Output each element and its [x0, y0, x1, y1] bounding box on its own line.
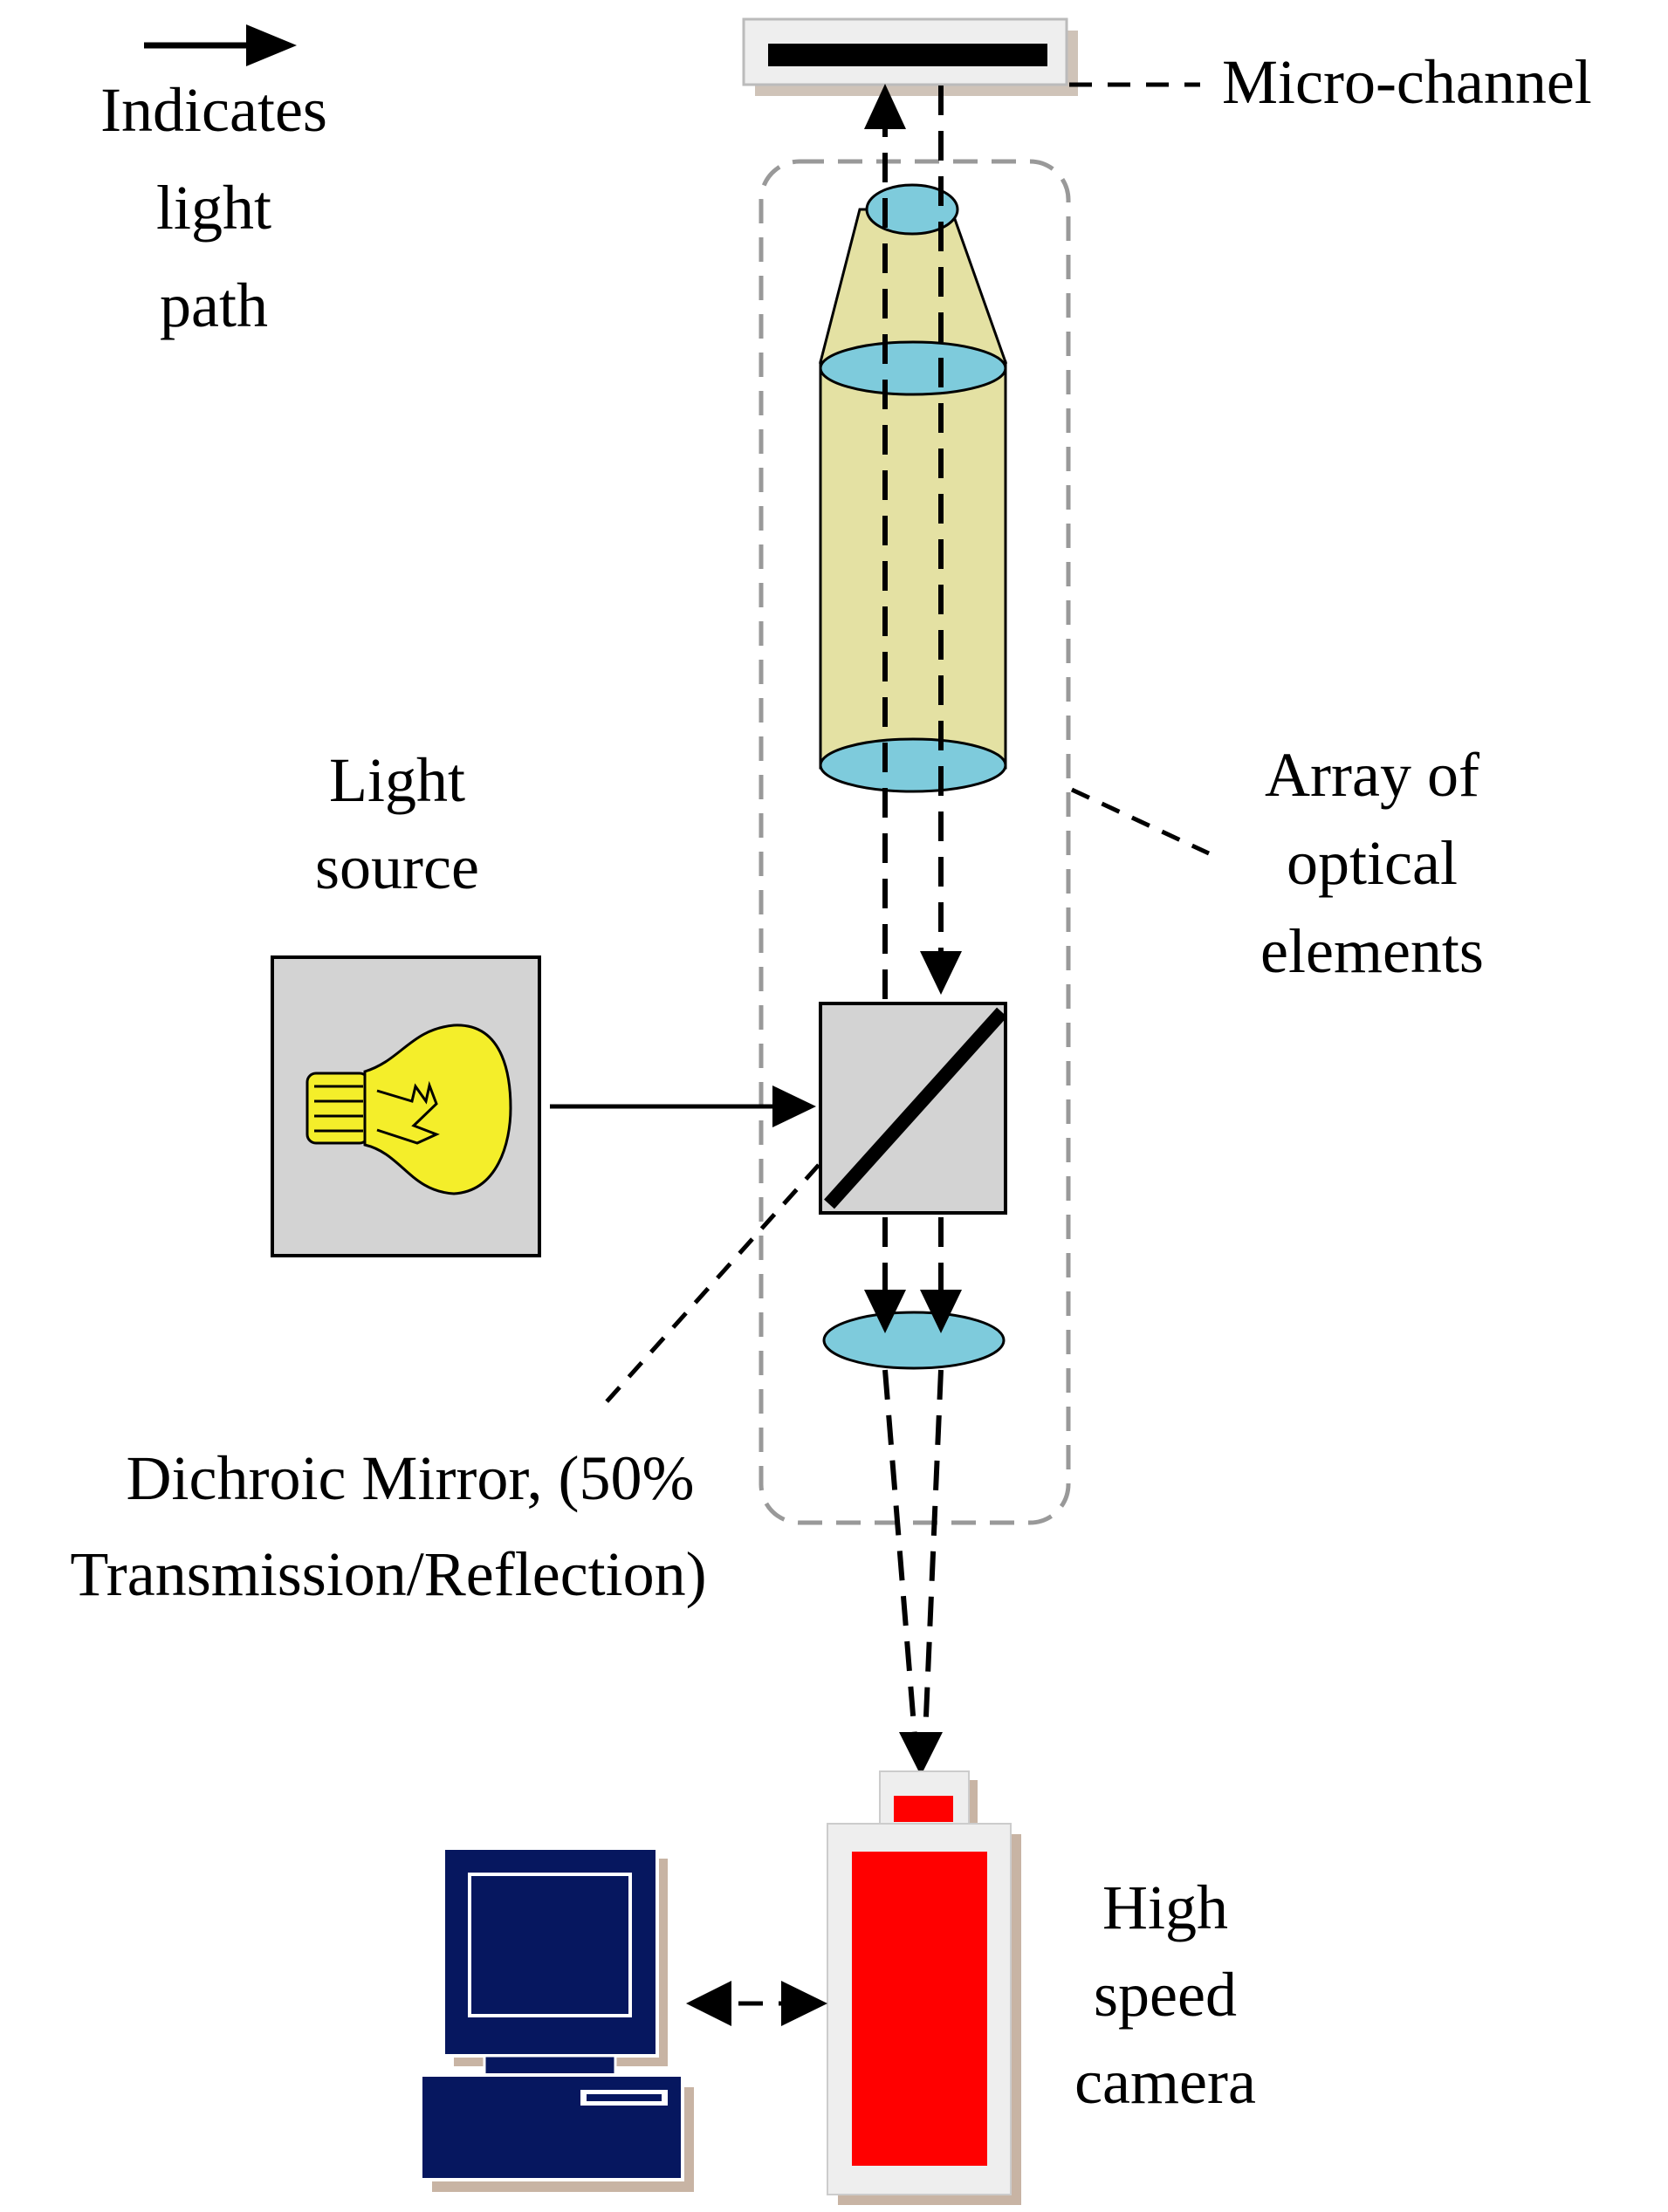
- dichroic-mirror: [819, 1002, 1007, 1215]
- legend-arrowhead: [246, 24, 297, 66]
- camera-label-line-3: camera: [1074, 2047, 1256, 2117]
- objective-top-lens: [865, 183, 959, 236]
- arrowhead-camera: [899, 1732, 943, 1776]
- dichroic-label-line-2: Transmission/Reflection): [70, 1539, 706, 1609]
- light-bulb-icon: [305, 1024, 512, 1195]
- array-leader: [1070, 787, 1211, 856]
- objective-lens: [819, 183, 1008, 793]
- legend-line-3: path: [160, 271, 268, 340]
- camera-icon: [827, 1770, 1021, 2205]
- light-source-box: [271, 955, 541, 1257]
- arrowhead-left-tube: [864, 1290, 906, 1333]
- computer-icon: [419, 1846, 694, 2192]
- illumination-arrowhead: [772, 1085, 816, 1127]
- micro-channel: [742, 17, 1078, 96]
- light-paths: [882, 86, 944, 1737]
- computer-camera-link: [686, 1981, 827, 2026]
- arrowhead-right-tube: [920, 1290, 962, 1333]
- legend-line-2: light: [156, 173, 271, 243]
- array-label-line-1: Array of: [1265, 740, 1479, 810]
- tube-lens: [822, 1311, 1006, 1370]
- arrowhead-into-mirror: [920, 951, 962, 995]
- light-source-label-line-1: Light: [329, 745, 465, 815]
- objective-middle-lens: [819, 340, 1007, 396]
- camera-label-line-2: speed: [1094, 1960, 1237, 2030]
- legend-line-1: Indicates: [100, 75, 327, 145]
- camera-label-line-1: High: [1102, 1873, 1228, 1942]
- objective-bottom-lens: [819, 737, 1007, 793]
- legend: Indicates light path: [100, 24, 327, 340]
- dichroic-label-line-1: Dichroic Mirror, (50%: [127, 1443, 695, 1513]
- optical-elements-group: [758, 159, 1071, 1525]
- array-label-line-2: optical: [1287, 828, 1458, 898]
- micro-channel-label: Micro-channel: [1222, 47, 1592, 117]
- array-label-line-3: elements: [1260, 916, 1484, 986]
- arrowhead-up: [864, 84, 906, 129]
- light-source-label-line-2: source: [315, 832, 479, 902]
- path-to-camera-right: [923, 1369, 944, 1737]
- dichroic-leader: [601, 1163, 820, 1408]
- path-to-camera-left: [882, 1369, 917, 1737]
